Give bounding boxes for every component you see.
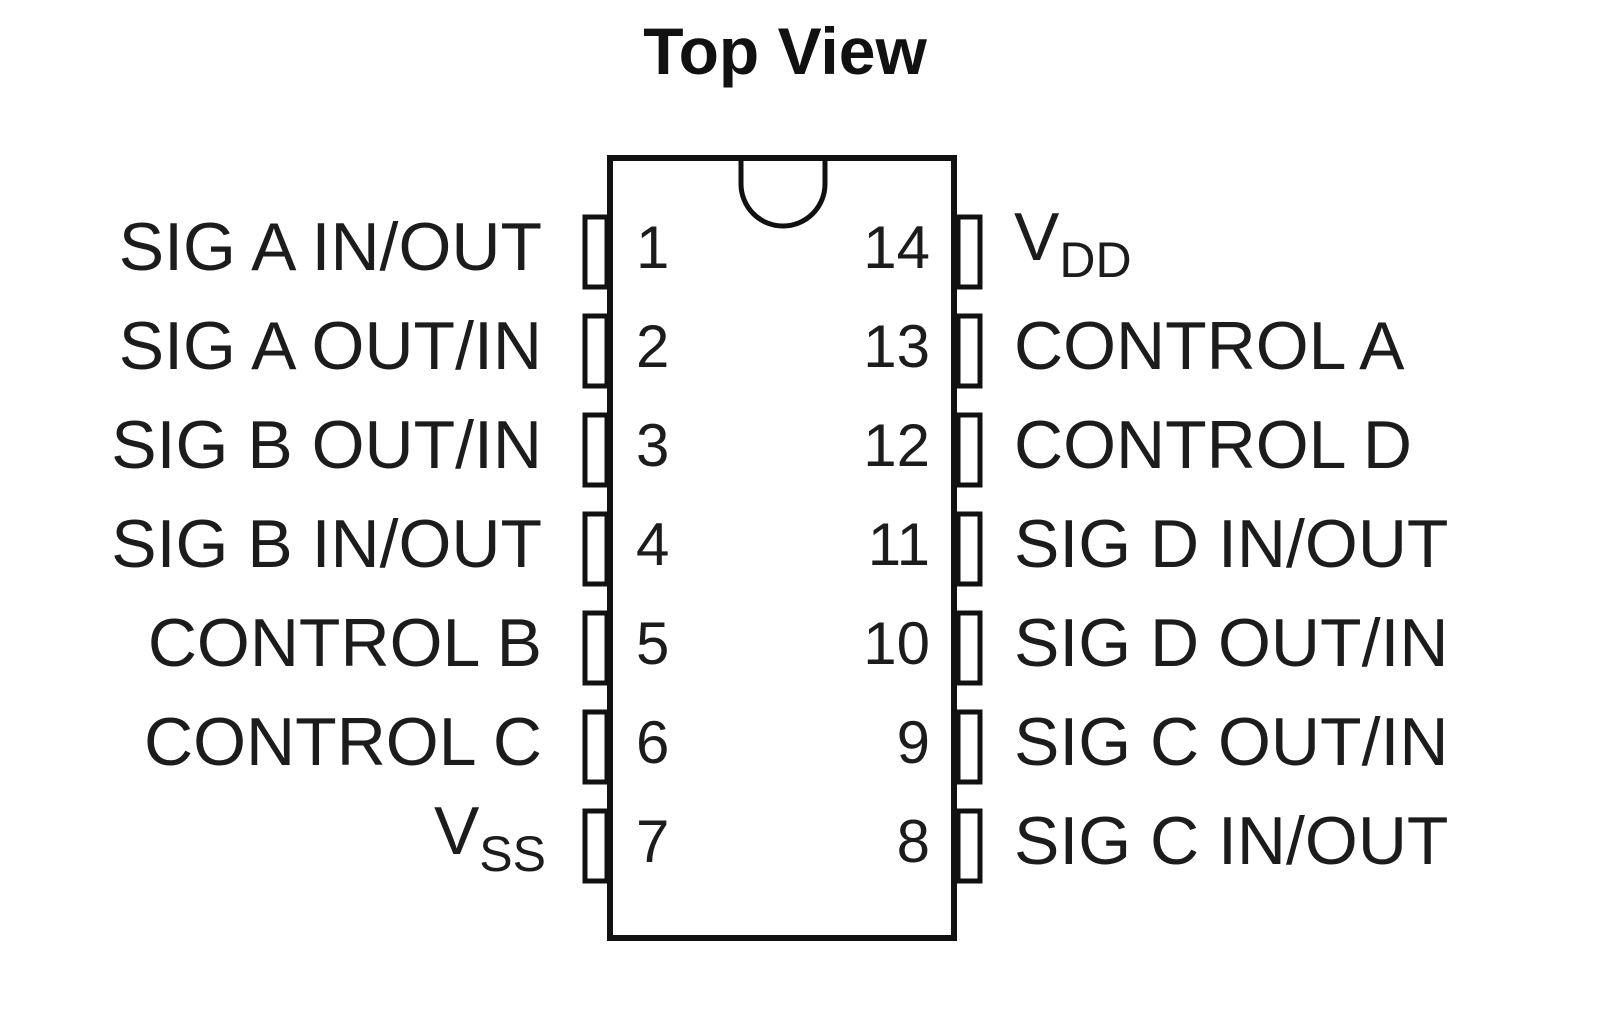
pin-9 bbox=[955, 709, 983, 785]
pin-number-9: 9 bbox=[897, 709, 930, 776]
ic-package bbox=[607, 155, 957, 941]
pin-label-2: SIG A OUT/IN bbox=[119, 308, 542, 384]
pin-5 bbox=[582, 610, 610, 686]
pin-13 bbox=[955, 313, 983, 389]
pin-label-12: CONTROL D bbox=[1014, 407, 1412, 483]
pin-number-8: 8 bbox=[897, 808, 930, 875]
pin-11 bbox=[955, 511, 983, 587]
pin-10 bbox=[955, 610, 983, 686]
pin-label-9: SIG C OUT/IN bbox=[1014, 704, 1448, 780]
pin-label-4: SIG B IN/OUT bbox=[111, 506, 542, 582]
pin-number-10: 10 bbox=[863, 610, 930, 677]
pin-6 bbox=[582, 709, 610, 785]
pin-7 bbox=[582, 808, 610, 884]
pin-12 bbox=[955, 412, 983, 488]
pin-number-1: 1 bbox=[636, 214, 669, 281]
pin-label-6: CONTROL C bbox=[144, 704, 542, 780]
pin-number-13: 13 bbox=[863, 313, 930, 380]
pin-number-7: 7 bbox=[636, 808, 669, 875]
pin-number-4: 4 bbox=[636, 511, 669, 578]
pin-label-8: SIG C IN/OUT bbox=[1014, 803, 1448, 879]
pin-number-2: 2 bbox=[636, 313, 669, 380]
pin1-notch-icon bbox=[738, 161, 828, 229]
pin-number-5: 5 bbox=[636, 610, 669, 677]
pin-1 bbox=[582, 214, 610, 290]
pin-label-1: SIG A IN/OUT bbox=[119, 209, 542, 285]
left-pin-column: 1 SIG A IN/OUT 2 SIG A OUT/IN 3 SIG B OUT/IN 4… bbox=[111, 209, 669, 884]
pin-label-sub-14: DD bbox=[1059, 232, 1131, 288]
pin-label-5: CONTROL B bbox=[148, 605, 542, 681]
pin-label-13: CONTROL A bbox=[1014, 308, 1405, 384]
pin-label-sub-7: SS bbox=[479, 826, 546, 882]
pin-label-3: SIG B OUT/IN bbox=[111, 407, 542, 483]
pin-4 bbox=[582, 511, 610, 587]
pin-label-11: SIG D IN/OUT bbox=[1014, 506, 1448, 582]
pin-label-14: VDD bbox=[1014, 199, 1132, 288]
pin-label-7: VSS bbox=[434, 793, 546, 882]
pin-3 bbox=[582, 412, 610, 488]
pin-number-6: 6 bbox=[636, 709, 669, 776]
pin-number-11: 11 bbox=[868, 511, 930, 578]
pin-number-14: 14 bbox=[863, 214, 930, 281]
ic-body bbox=[607, 155, 957, 941]
right-pin-column: 14 VDD 13 CONTROL A 12 CONTROL D 11 SIG D IN/OU… bbox=[863, 199, 1448, 884]
pin-number-3: 3 bbox=[636, 412, 669, 479]
pin-2 bbox=[582, 313, 610, 389]
pin-14 bbox=[955, 214, 983, 290]
diagram-title: Top View bbox=[643, 14, 927, 88]
pin-number-12: 12 bbox=[863, 412, 930, 479]
pin-label-10: SIG D OUT/IN bbox=[1014, 605, 1448, 681]
pin-8 bbox=[955, 808, 983, 884]
